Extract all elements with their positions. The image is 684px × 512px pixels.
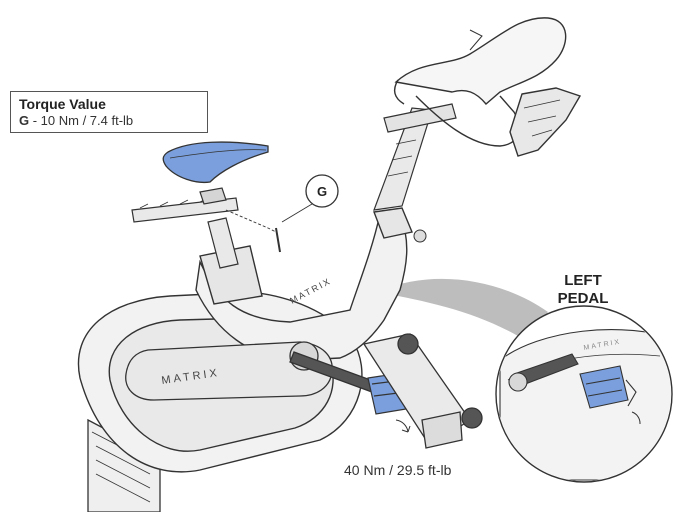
- torque-value-line: G - 10 Nm / 7.4 ft-lb: [19, 112, 199, 129]
- bolt-leader-line: [225, 209, 277, 233]
- tension-knob: [413, 229, 427, 243]
- detail-pointer-arrow: [378, 278, 548, 342]
- frame-brand-text: MATRIX: [288, 276, 333, 306]
- handlebars: [393, 17, 582, 157]
- left-pedal-line1: LEFT: [564, 272, 602, 289]
- torque-value-text: - 10 Nm / 7.4 ft-lb: [29, 113, 134, 128]
- bike-frame: [77, 207, 413, 473]
- callout-g-letter: G: [317, 184, 327, 199]
- torque-bolt-letter: G: [19, 113, 30, 128]
- callout-g-leader: [281, 203, 313, 223]
- torque-value-box: Torque Value G - 10 Nm / 7.4 ft-lb: [10, 91, 208, 133]
- saddle: [162, 141, 269, 184]
- pedal-detail-circle: [495, 305, 673, 483]
- belt-cover: [125, 341, 333, 401]
- left-pedal-title: LEFT PEDAL: [548, 272, 618, 308]
- front-stabilizer: [362, 333, 483, 449]
- pedal-torque-label: 40 Nm / 29.5 ft-lb: [344, 462, 452, 478]
- handlebar-post: [373, 103, 457, 211]
- torque-title: Torque Value: [19, 96, 106, 112]
- bolt-g: [275, 227, 281, 253]
- seat-assembly: [131, 187, 239, 269]
- left-pedal-line2: PEDAL: [557, 290, 609, 307]
- callout-g: G: [305, 174, 339, 208]
